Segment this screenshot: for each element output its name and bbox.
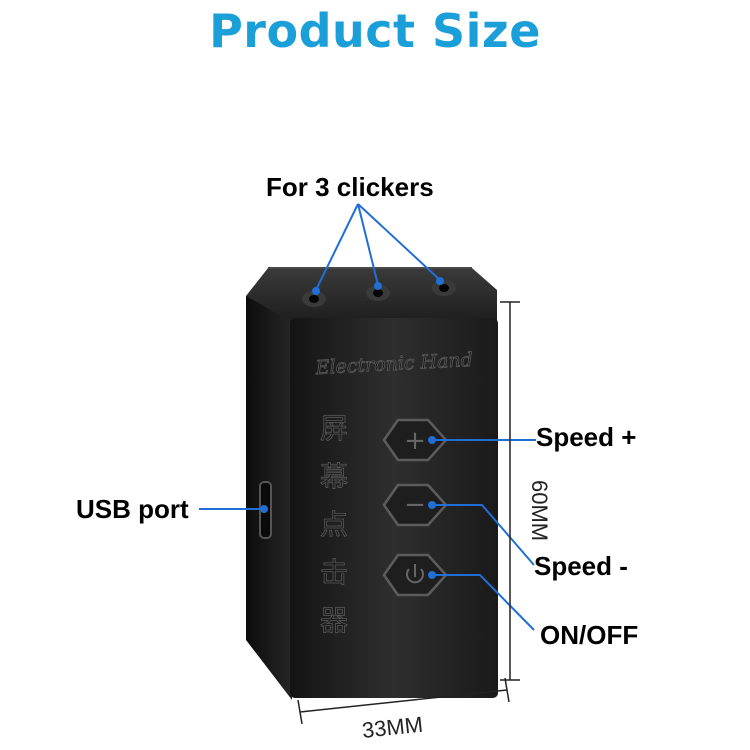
power-button[interactable] <box>382 553 448 597</box>
vertical-engraving: 屏 幕 点 击 器 <box>320 412 349 638</box>
engraving-char: 击 <box>320 556 348 589</box>
device-body <box>246 267 498 700</box>
plus-icon: + <box>404 426 426 456</box>
speed-down-label: Speed - <box>534 551 628 581</box>
clicker-port-3 <box>432 280 456 296</box>
engraving-char: 器 <box>320 604 348 637</box>
height-dimension <box>500 301 520 681</box>
engraving-char: 屏 <box>320 412 348 445</box>
speed-up-button[interactable]: + <box>382 418 448 462</box>
engraving-char: 点 <box>320 508 348 541</box>
speed-up-label: Speed + <box>536 422 637 452</box>
callout-dots <box>260 277 444 579</box>
minus-icon: − <box>404 490 426 520</box>
power-label: ON/OFF <box>540 620 639 650</box>
engraving-char: 幕 <box>320 460 348 493</box>
height-label: 60MM <box>527 480 552 541</box>
speed-down-button[interactable]: − <box>382 483 448 527</box>
power-icon <box>406 564 424 584</box>
clickers-label: For 3 clickers <box>266 172 434 202</box>
callout-lines <box>199 203 536 631</box>
width-dimension <box>297 677 510 725</box>
usb-port-label: USB port <box>76 494 189 524</box>
page-title: Product Size <box>209 4 541 58</box>
clicker-port-1 <box>302 291 326 307</box>
clicker-port-2 <box>366 285 390 301</box>
width-label: 33MM <box>361 712 424 743</box>
